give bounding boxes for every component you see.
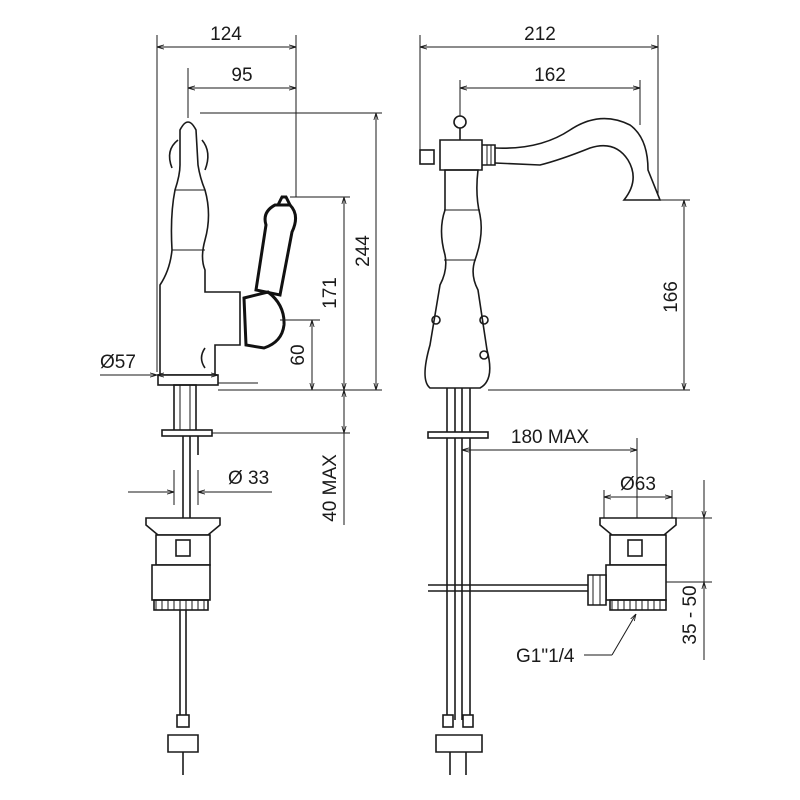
front-waste-assembly <box>145 517 221 775</box>
front-body-height-label: 60 <box>288 344 309 365</box>
side-extension-lines <box>419 35 712 583</box>
front-lever-offset-label: 95 <box>231 65 252 86</box>
front-lever-height-label: 171 <box>320 277 341 309</box>
side-rod-length-label: 180 MAX <box>511 427 589 448</box>
front-extension-lines <box>100 35 382 505</box>
front-deck-thickness-label: 40 MAX <box>320 454 341 522</box>
side-dimension-lines <box>420 47 704 660</box>
front-lever-handle <box>242 195 297 350</box>
side-width-label: 212 <box>524 24 556 45</box>
front-under-deck <box>161 384 213 520</box>
side-waste-assembly <box>587 517 677 611</box>
front-width-label: 124 <box>210 24 242 45</box>
front-total-height-label: 244 <box>353 235 374 267</box>
front-hole-diameter-label: Ø 33 <box>228 468 269 489</box>
side-faucet-body <box>419 115 662 389</box>
front-dimension-lines <box>100 47 376 525</box>
side-spout-reach-label: 162 <box>534 65 566 86</box>
side-waste-diameter-label: Ø63 <box>620 474 656 495</box>
front-view: 124 95 244 171 60 Ø57 40 MAX Ø 33 <box>100 24 382 775</box>
front-base-diameter-label: Ø57 <box>100 352 136 373</box>
side-thread-label: G1"1/4 <box>516 646 575 667</box>
side-view: 212 162 166 180 MAX Ø63 35 - 50 G1"1/4 <box>419 24 712 775</box>
side-waste-height-label: 35 - 50 <box>680 585 701 644</box>
side-spout-height-label: 166 <box>661 281 682 313</box>
front-faucet-body <box>157 121 258 386</box>
